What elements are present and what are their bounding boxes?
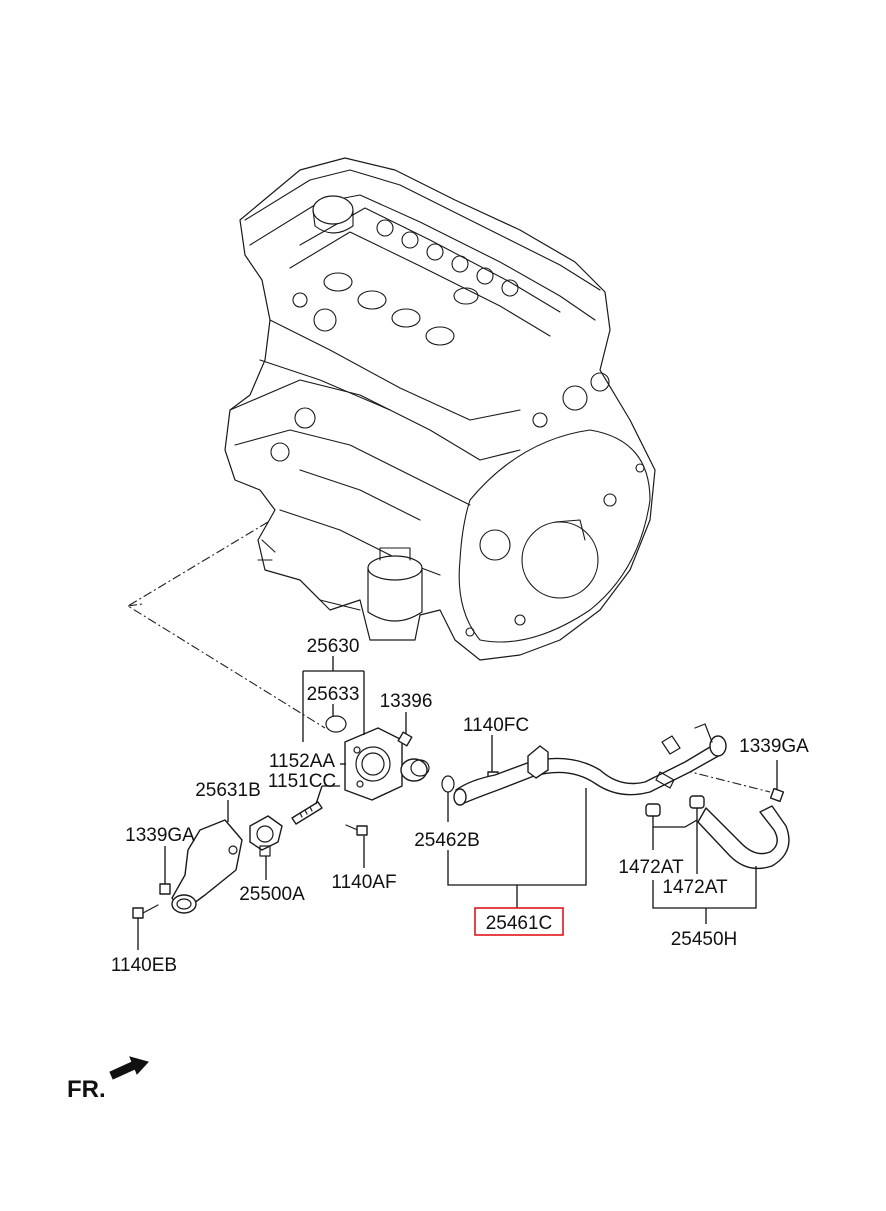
hose-25450h-illustration: [645, 795, 790, 870]
bolt-1140eb-illustration: [132, 904, 159, 919]
part-label-1472at-a[interactable]: 1472AT: [618, 857, 684, 878]
part-label-1472at-b[interactable]: 1472AT: [662, 877, 728, 898]
part-label-1140af[interactable]: 1140AF: [331, 872, 396, 893]
part-label-25461c[interactable]: 25461C: [486, 913, 553, 934]
thermostat-25500a-illustration: [249, 815, 283, 857]
label-leader-lines: [137, 656, 778, 950]
front-direction-label: FR.: [67, 1076, 106, 1103]
bolt-1339ga-right-illustration: [769, 787, 785, 803]
o-ring-25462b: [441, 775, 455, 793]
bolt-1140af-illustration: [345, 824, 368, 836]
bolt-13396-illustration: [397, 731, 413, 747]
engine-assembly-illustration: [224, 157, 656, 661]
engine-leader-lines: [126, 521, 771, 793]
bolt-1339ga-left-illustration: [159, 883, 171, 895]
o-ring-25633: [325, 715, 347, 733]
part-label-25631b[interactable]: 25631B: [195, 780, 261, 801]
front-direction-arrow-icon: [109, 1056, 149, 1080]
part-label-25450h[interactable]: 25450H: [671, 929, 738, 950]
part-label-1151cc[interactable]: 1151CC: [268, 771, 336, 792]
part-label-25500a[interactable]: 25500A: [239, 884, 305, 905]
part-label-25633[interactable]: 25633: [307, 684, 360, 705]
highlight-box-25461c: [474, 907, 564, 936]
thermostat-cover-25631b-illustration: [171, 819, 243, 914]
water-pipe-25461c-illustration: [453, 723, 727, 806]
thermostat-housing-illustration: [344, 727, 430, 801]
stud-1151cc-illustration: [291, 801, 323, 825]
part-label-1339ga-right[interactable]: 1339GA: [739, 736, 809, 757]
front-direction-indicator: FR.: [67, 1056, 149, 1103]
part-label-25630[interactable]: 25630: [307, 636, 360, 657]
part-label-13396[interactable]: 13396: [380, 691, 433, 712]
part-label-25462b[interactable]: 25462B: [414, 830, 480, 851]
part-label-1140fc[interactable]: 1140FC: [463, 715, 529, 736]
part-label-1140eb[interactable]: 1140EB: [111, 955, 177, 976]
part-label-1339ga-left[interactable]: 1339GA: [125, 825, 195, 846]
part-label-1152aa[interactable]: 1152AA: [269, 751, 336, 772]
